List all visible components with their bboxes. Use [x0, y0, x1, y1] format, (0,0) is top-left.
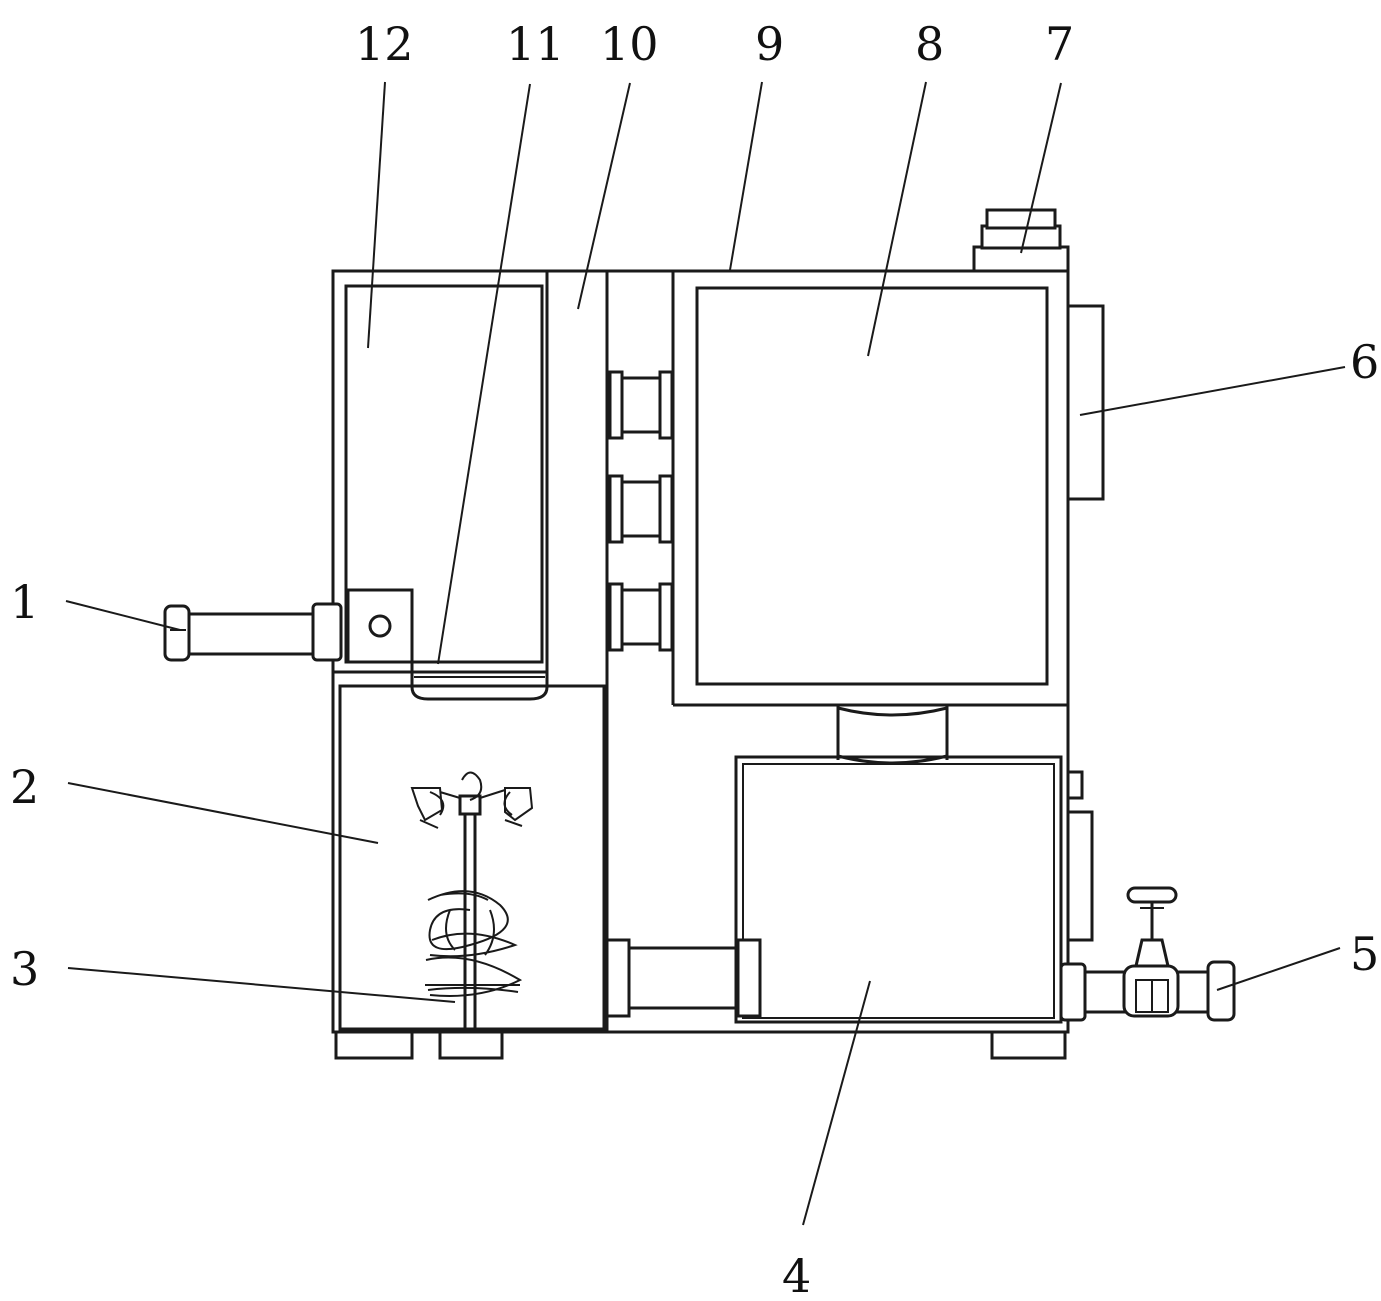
- channel-connector-1: [608, 370, 674, 440]
- upper-right-chamber: [695, 286, 1049, 686]
- leader-8: [867, 81, 927, 357]
- pump-hole: [368, 614, 392, 638]
- upper-left-tank: [344, 284, 544, 664]
- leader-6: [1079, 366, 1346, 416]
- label-1: 1: [10, 575, 39, 629]
- leader-7: [1020, 82, 1062, 254]
- stirrer-upper-blades: [410, 771, 534, 829]
- lower-side-small: [1066, 770, 1084, 800]
- label-5: 5: [1350, 927, 1379, 981]
- leader-5: [1216, 947, 1341, 991]
- outlet-valve: [1059, 886, 1236, 1022]
- mixing-tank: [338, 684, 606, 1031]
- foot-center: [438, 1030, 504, 1060]
- label-7: 7: [1045, 17, 1074, 71]
- stirrer-helical-blade: [425, 890, 523, 997]
- pump-box: [346, 588, 414, 664]
- leader-9: [729, 81, 763, 271]
- side-panel: [1066, 304, 1105, 501]
- leader-1: [65, 600, 181, 631]
- leader-12: [367, 81, 386, 349]
- leader-10: [577, 82, 631, 310]
- foot-right: [990, 1030, 1067, 1060]
- label-11: 11: [506, 17, 565, 71]
- connector-bottom-curve: [837, 754, 948, 765]
- inlet-pipe: [163, 602, 343, 662]
- lower-right-inner: [742, 763, 1055, 1019]
- stirrer-hub: [458, 794, 482, 816]
- leader-3: [67, 967, 456, 1003]
- channel-connector-2: [608, 474, 674, 544]
- label-3: 3: [10, 942, 39, 996]
- filter-plate: [410, 662, 549, 701]
- bottom-transfer-pipe: [605, 938, 762, 1018]
- top-cap: [972, 208, 1070, 273]
- label-9: 9: [755, 17, 784, 71]
- leader-11: [437, 83, 531, 665]
- label-10: 10: [600, 17, 659, 71]
- connector-top-curve: [837, 706, 948, 717]
- label-2: 2: [10, 760, 39, 814]
- lower-right-tank: [734, 755, 1063, 1024]
- foot-left: [334, 1030, 414, 1060]
- leader-4: [802, 980, 871, 1226]
- main-housing: [331, 269, 1070, 1034]
- label-12: 12: [355, 17, 414, 71]
- label-4: 4: [782, 1249, 811, 1301]
- label-8: 8: [915, 17, 944, 71]
- label-6: 6: [1350, 335, 1379, 389]
- lower-side-panel: [1066, 810, 1094, 942]
- channel-connector-3: [608, 582, 674, 652]
- leader-2: [67, 782, 379, 844]
